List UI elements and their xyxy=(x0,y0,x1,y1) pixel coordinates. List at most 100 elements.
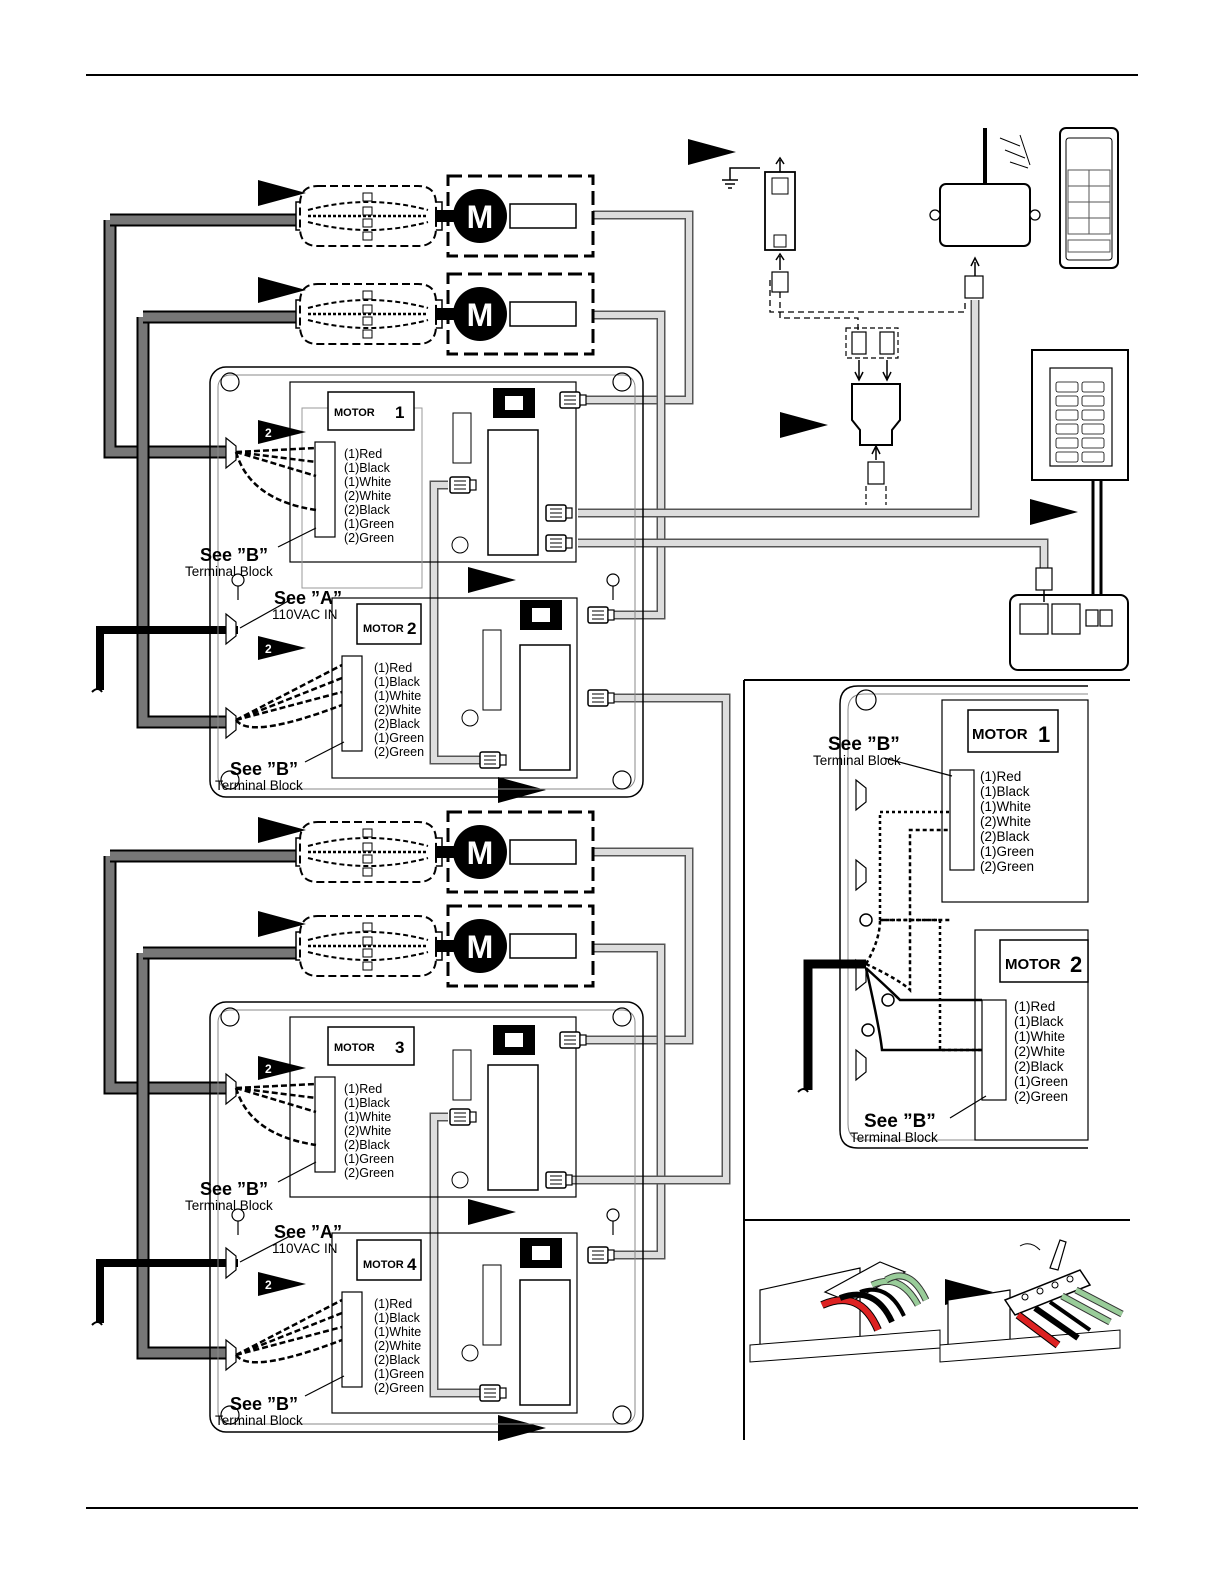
see-b-label: See ”B” xyxy=(200,1179,268,1199)
motor-label: MOTOR xyxy=(334,407,375,419)
see-b-label: See ”B” xyxy=(200,545,268,565)
inset-motor-number: 1 xyxy=(1038,722,1050,747)
signal-cables xyxy=(429,210,1049,1398)
inset-motor-label: MOTOR xyxy=(972,726,1028,743)
step-number: 2 xyxy=(265,426,272,440)
motor-unit-4: M xyxy=(294,904,595,988)
wire-label: (1)White xyxy=(1014,1029,1065,1044)
terminal-block-label: Terminal Block xyxy=(215,1413,303,1428)
terminal-block-illustration-2 xyxy=(939,1239,1124,1363)
wire-label: (2)Green xyxy=(344,531,394,545)
wire-label: (2)Green xyxy=(980,859,1034,874)
wire-label: (2)Green xyxy=(1014,1089,1068,1104)
motor-cables xyxy=(103,213,300,1360)
wire-label: (1)White xyxy=(344,1110,391,1124)
wire-label: (2)White xyxy=(344,1124,391,1138)
inset-motor-label: MOTOR xyxy=(1005,956,1061,973)
step-number: 2 xyxy=(265,642,272,656)
wire-label: (1)Black xyxy=(980,784,1030,799)
wire-list-motor-4: (1)Red (1)Black (1)White (2)White (2)Bla… xyxy=(374,1297,424,1395)
wire-label: (2)White xyxy=(374,1339,421,1353)
terminal-block-illustration-1 xyxy=(749,1261,941,1363)
power-cables xyxy=(91,626,238,1326)
wire-label: (2)White xyxy=(1014,1044,1065,1059)
control-box-top xyxy=(209,366,644,798)
motor-number: 3 xyxy=(395,1038,404,1057)
wire-label: (2)Black xyxy=(344,1138,391,1152)
wire-label: (2)Black xyxy=(374,717,421,731)
wire-label: (1)Black xyxy=(344,461,391,475)
wire-label: (1)Green xyxy=(344,517,394,531)
motor-unit-2: M xyxy=(294,272,595,356)
motor-symbol: M xyxy=(467,199,494,235)
inset-wiring-detail xyxy=(743,679,1130,1440)
see-a-label: See ”A” xyxy=(274,588,342,608)
motor-unit-1: M xyxy=(294,174,595,258)
wire-label: (1)Black xyxy=(374,1311,421,1325)
remote-control xyxy=(1059,127,1119,269)
step-number: 2 xyxy=(265,1062,272,1076)
wire-label: (1)Red xyxy=(1014,999,1055,1014)
step-number: 2 xyxy=(265,1278,272,1292)
inset-see-b-label: See ”B” xyxy=(828,734,900,755)
wire-label: (1)Green xyxy=(980,844,1034,859)
wire-label: (2)Green xyxy=(374,745,424,759)
inset-wire-list-motor-2: (1)Red (1)Black (1)White (2)White (2)Bla… xyxy=(1014,999,1068,1104)
vac-in-label: 110VAC IN xyxy=(272,1241,338,1256)
motor-label: MOTOR xyxy=(363,623,404,635)
motor-unit-3: M xyxy=(294,810,595,894)
motor-symbol: M xyxy=(467,929,494,965)
vac-in-label: 110VAC IN xyxy=(272,607,338,622)
inset-terminal-block-label: Terminal Block xyxy=(850,1130,938,1145)
junction-box xyxy=(1009,567,1129,671)
wire-label: (2)Green xyxy=(344,1166,394,1180)
wire-label: (1)White xyxy=(374,1325,421,1339)
motor-number: 4 xyxy=(407,1255,417,1274)
wire-label: (2)White xyxy=(374,703,421,717)
splitter-adapter xyxy=(845,327,901,505)
motor-number: 1 xyxy=(395,403,404,422)
wire-label: (2)Black xyxy=(374,1353,421,1367)
wall-keypad xyxy=(1031,349,1129,612)
wire-label: (1)White xyxy=(980,799,1031,814)
receiver-antenna xyxy=(929,128,1041,299)
see-b-label: See ”B” xyxy=(230,1394,298,1414)
see-a-label: See ”A” xyxy=(274,1222,342,1242)
wire-label: (2)White xyxy=(344,489,391,503)
wire-label: (1)Red xyxy=(344,447,382,461)
wire-label: (2)Black xyxy=(1014,1059,1064,1074)
wire-label: (1)White xyxy=(344,475,391,489)
terminal-block-label: Terminal Block xyxy=(185,1198,273,1213)
sensor-module xyxy=(722,156,966,332)
wire-list-motor-1: (1)Red (1)Black (1)White (2)White (2)Bla… xyxy=(344,447,394,545)
wire-label: (1)Green xyxy=(374,1367,424,1381)
wire-list-motor-2: (1)Red (1)Black (1)White (2)White (2)Bla… xyxy=(374,661,424,759)
terminal-block-label: Terminal Block xyxy=(215,778,303,793)
wire-label: (1)Red xyxy=(344,1082,382,1096)
motor-number: 2 xyxy=(407,619,416,638)
wire-label: (1)Black xyxy=(374,675,421,689)
wire-list-motor-3: (1)Red (1)Black (1)White (2)White (2)Bla… xyxy=(344,1082,394,1180)
wire-label: (1)Red xyxy=(980,769,1021,784)
motor-label: MOTOR xyxy=(363,1259,404,1271)
wire-label: (1)Green xyxy=(1014,1074,1068,1089)
wire-label: (2)Black xyxy=(344,503,391,517)
motor-label: MOTOR xyxy=(334,1042,375,1054)
wire-label: (1)Red xyxy=(374,661,412,675)
wire-label: (1)Green xyxy=(344,1152,394,1166)
inset-motor-number: 2 xyxy=(1070,952,1082,977)
inset-wire-list-motor-1: (1)Red (1)Black (1)White (2)White (2)Bla… xyxy=(980,769,1034,874)
wire-label: (1)White xyxy=(374,689,421,703)
terminal-block-label: Terminal Block xyxy=(185,564,273,579)
wire-label: (2)White xyxy=(980,814,1031,829)
wire-label: (1)Red xyxy=(374,1297,412,1311)
wire-label: (2)Green xyxy=(374,1381,424,1395)
see-b-label: See ”B” xyxy=(230,759,298,779)
wire-label: (1)Black xyxy=(1014,1014,1064,1029)
wire-label: (1)Green xyxy=(374,731,424,745)
control-box-bottom xyxy=(209,1001,644,1433)
wire-label: (1)Black xyxy=(344,1096,391,1110)
motor-symbol: M xyxy=(467,297,494,333)
inset-see-b-label: See ”B” xyxy=(864,1111,936,1132)
